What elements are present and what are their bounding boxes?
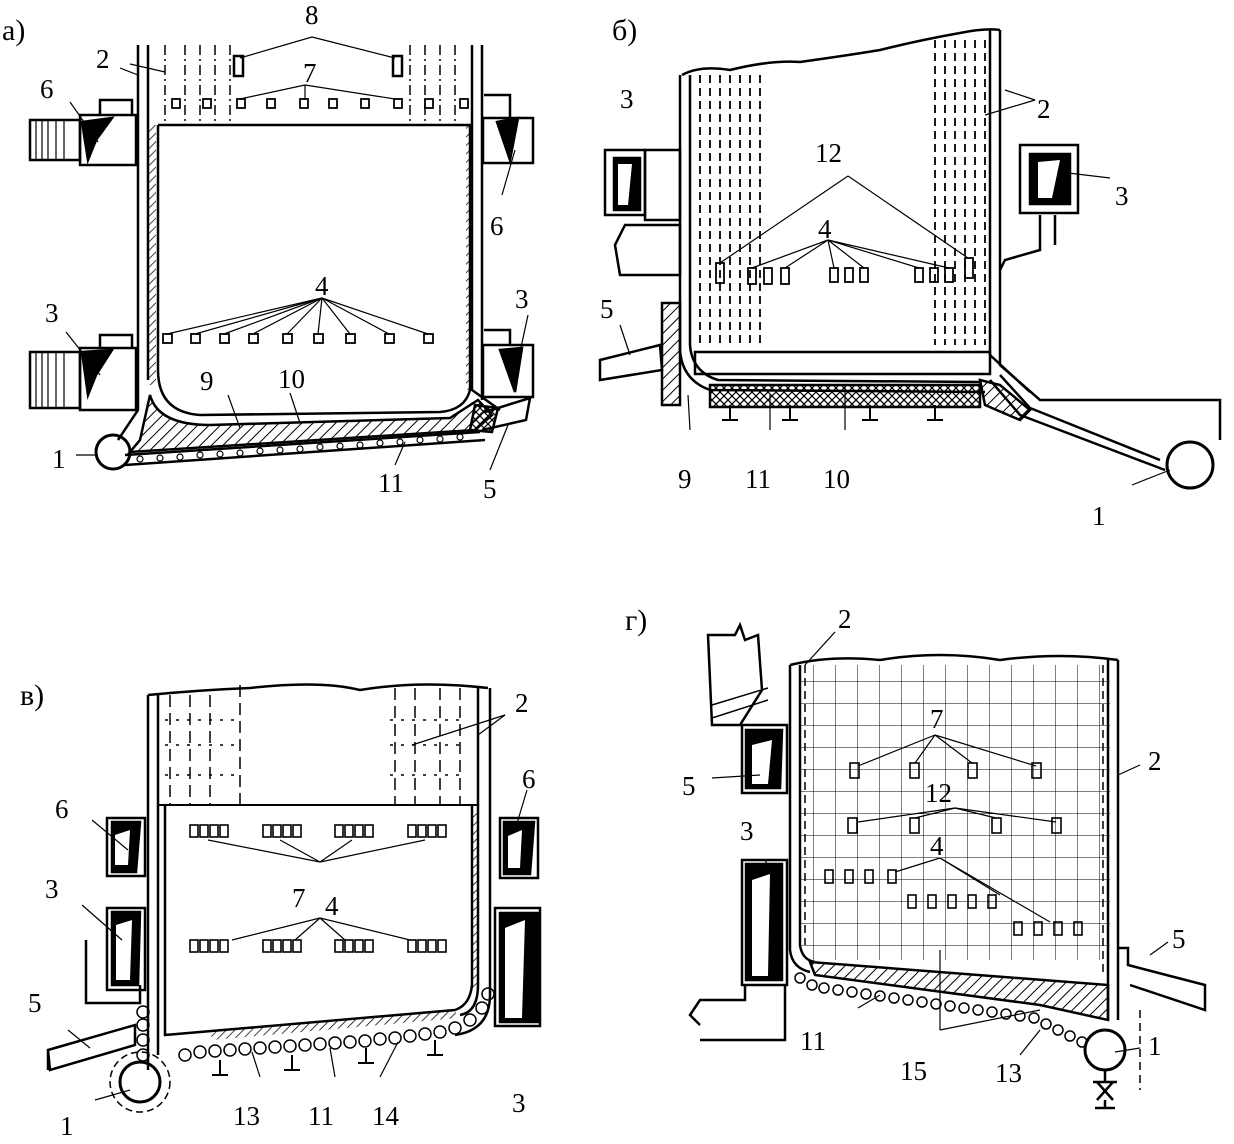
callout: 4: [930, 831, 944, 861]
callout: 7: [930, 704, 944, 734]
callout: 9: [200, 366, 214, 396]
callout: 15: [900, 1056, 927, 1086]
panel-a: [28, 36, 535, 471]
panel-label-g: г): [625, 604, 647, 637]
callout: 4: [325, 891, 339, 921]
callout: 6: [40, 74, 54, 104]
callout: 3: [45, 874, 59, 904]
callout: 11: [800, 1026, 826, 1056]
callout: 3: [515, 284, 529, 314]
callout: 1: [52, 444, 66, 474]
callouts-a: 1 2 3 3 4 5 6 6 7 8 9 10 11: [40, 0, 529, 504]
callout: 3: [740, 816, 754, 846]
callout: 6: [522, 764, 536, 794]
callout: 5: [28, 988, 42, 1018]
callout: 1: [1092, 501, 1106, 531]
callout: 10: [278, 364, 305, 394]
callout: 4: [315, 271, 329, 301]
callout: 10: [823, 464, 850, 494]
callout: 2: [1148, 746, 1162, 776]
callout: 6: [55, 794, 69, 824]
callout: 11: [745, 464, 771, 494]
panel-label-v: в): [20, 679, 44, 712]
callout: 1: [1148, 1031, 1162, 1061]
callout: 8: [305, 0, 319, 30]
callouts-g: 1 2 2 3 4 5 5 7 11 12 13 15: [682, 604, 1186, 1088]
panel-label-a: а): [2, 14, 25, 47]
callout: 13: [233, 1101, 260, 1131]
callout: 7: [303, 58, 317, 88]
callout: 9: [678, 464, 692, 494]
callout: 2: [96, 44, 110, 74]
callout: 3: [620, 84, 634, 114]
callout: 5: [682, 771, 696, 801]
callout: 3: [45, 298, 59, 328]
callout: 12: [815, 138, 842, 168]
callout: 11: [378, 468, 404, 498]
tube-row-a: [136, 433, 464, 463]
callout: 4: [818, 214, 832, 244]
callout: 5: [483, 474, 497, 504]
callout: 5: [600, 294, 614, 324]
callout: 3: [512, 1088, 526, 1118]
callout: 7: [292, 883, 306, 913]
callout: 14: [372, 1101, 400, 1131]
callout: 12: [925, 778, 952, 808]
callouts-b: 1 2 3 3 4 5 9 10 11 12: [600, 84, 1129, 531]
callout: 1: [60, 1111, 74, 1139]
panel-g: [688, 621, 1207, 1110]
panel-b: [598, 28, 1222, 490]
callout: 5: [1172, 924, 1186, 954]
callout: 2: [515, 688, 529, 718]
panel-labels: а) б) в) г): [2, 14, 647, 712]
callout: 3: [1115, 181, 1129, 211]
panel-v: [46, 683, 542, 1113]
callout: 13: [995, 1058, 1022, 1088]
callout: 6: [490, 211, 504, 241]
callout: 2: [1037, 94, 1051, 124]
callouts-v: 1 2 3 3 4 5 6 6 7 11 13 14: [28, 688, 536, 1141]
panel-label-b: б): [612, 14, 637, 47]
callout: 11: [308, 1101, 334, 1131]
callout: 2: [838, 604, 852, 634]
